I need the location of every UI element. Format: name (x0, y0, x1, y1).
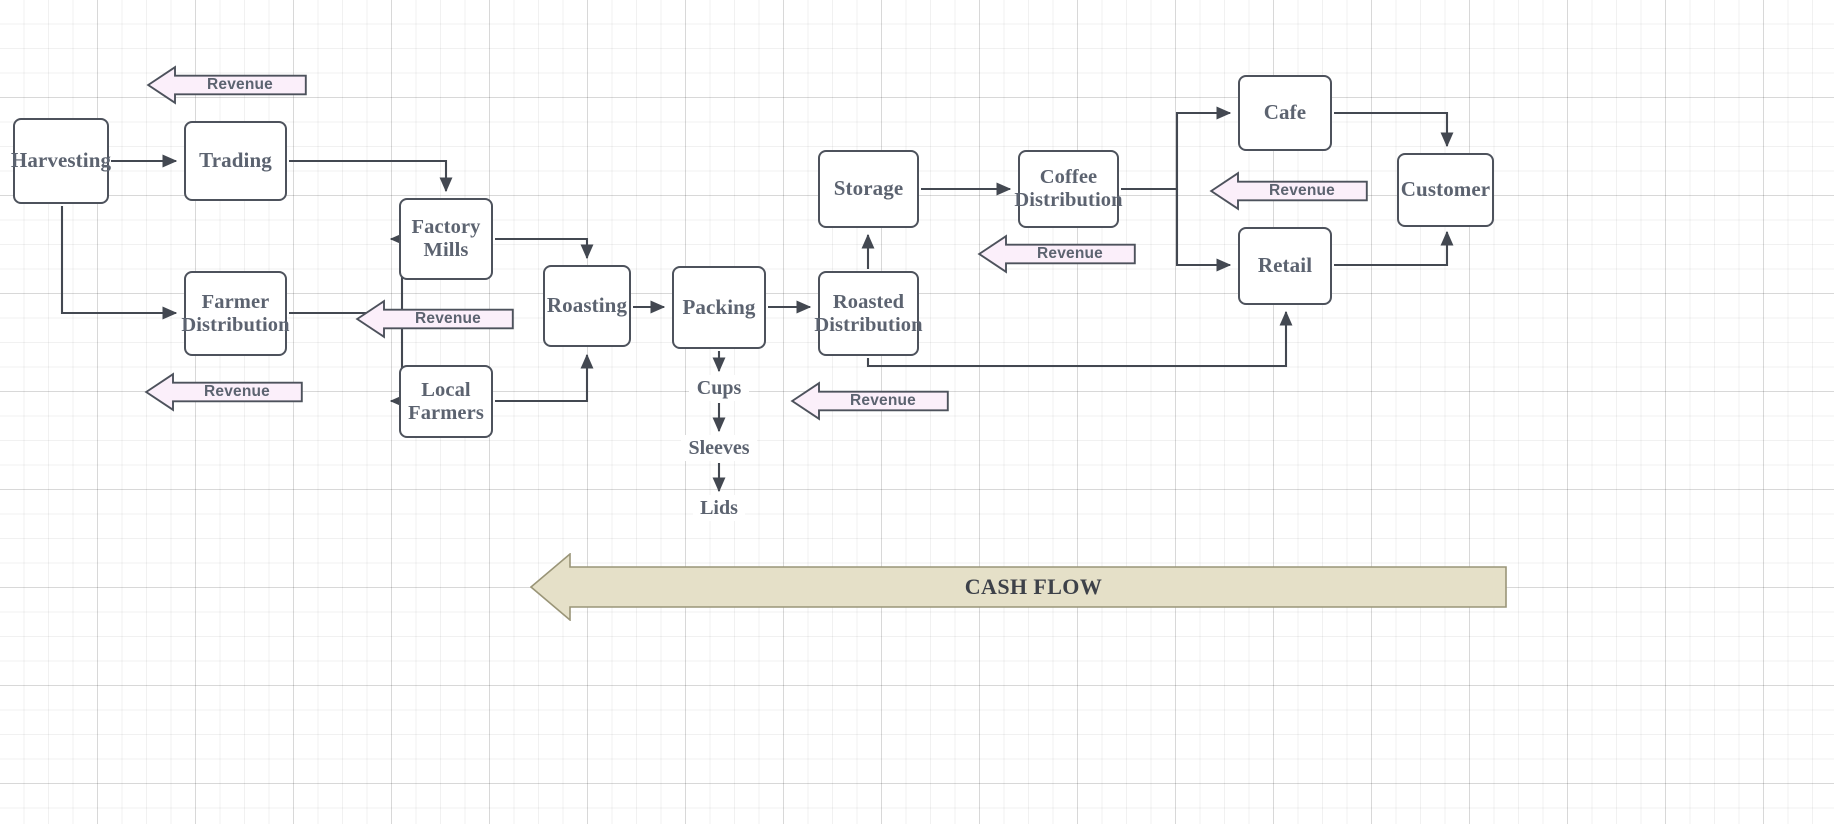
cash-flow-svg (530, 553, 1507, 621)
node-label: Customer (1400, 177, 1491, 202)
revenue-roasted: Revenue (790, 381, 949, 421)
node-label: Cafe (1263, 100, 1307, 125)
node-storage[interactable]: Storage (818, 150, 919, 228)
connection-roasted-distribution-to-retail (866, 310, 1293, 368)
revenue-coffee-dist: Revenue (977, 234, 1136, 274)
revenue-arrow-shape (146, 65, 307, 105)
node-roasting[interactable]: Roasting (543, 265, 631, 347)
revenue-customer: Revenue (1209, 171, 1368, 211)
node-customer[interactable]: Customer (1397, 153, 1494, 227)
node-label: Harvesting (10, 148, 112, 173)
revenue-arrow-shape (144, 372, 303, 412)
node-label: Trading (199, 148, 272, 173)
connection-harvesting-to-farmer-distribution (60, 206, 178, 320)
revenue-arrow-shape (977, 234, 1136, 274)
revenue-arrow-shape (355, 299, 514, 339)
revenue-arrow-shape (790, 381, 949, 421)
node-label: Packing (682, 294, 756, 319)
node-label: Retail (1257, 253, 1313, 278)
node-retail[interactable]: Retail (1238, 227, 1332, 305)
revenue-arrow-shape (1209, 171, 1368, 211)
label-cups: Cups (689, 375, 749, 401)
node-label: Storage (833, 176, 904, 201)
node-label: Roasting (546, 293, 628, 318)
connection-trading-to-factory-mills (289, 159, 453, 193)
connection-local-farmers-to-roasting (495, 353, 594, 403)
cash-flow-arrow: CASH FLOW (530, 553, 1507, 621)
node-harvesting[interactable]: Harvesting (10, 118, 112, 204)
revenue-factory: Revenue (355, 299, 514, 339)
revenue-farmer: Revenue (144, 372, 303, 412)
connection-retail-to-customer (1334, 230, 1454, 267)
node-packing[interactable]: Packing (672, 266, 766, 349)
connection-factory-mills-to-roasting (495, 237, 594, 260)
label-lids: Lids (693, 495, 745, 521)
cash-flow-arrow-shape (530, 553, 1507, 621)
node-trading[interactable]: Trading (184, 121, 287, 201)
label-sleeves: Sleeves (681, 435, 757, 461)
node-cafe[interactable]: Cafe (1238, 75, 1332, 151)
revenue-trading: Revenue (146, 65, 307, 105)
connection-cafe-to-customer (1334, 111, 1454, 148)
